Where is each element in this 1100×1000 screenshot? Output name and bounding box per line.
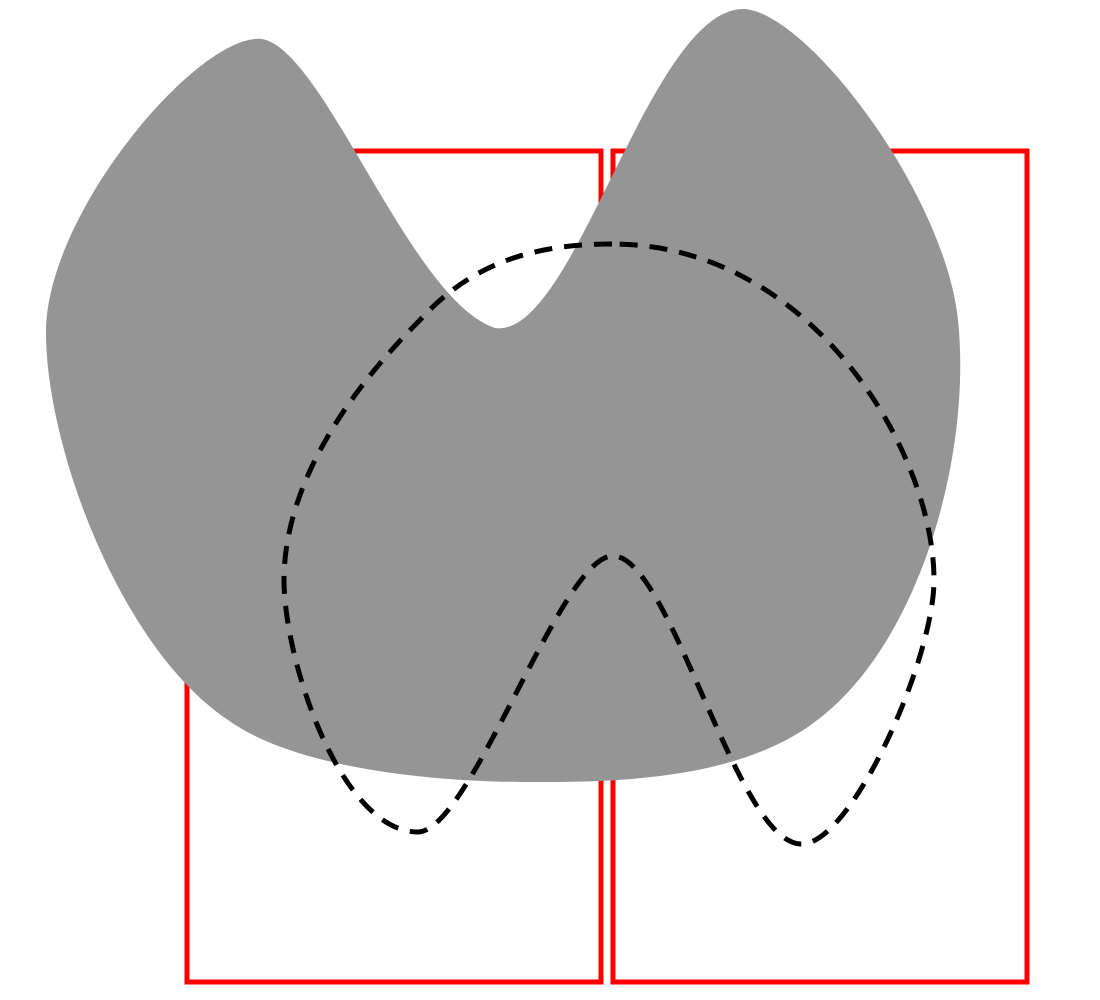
dashed-outline [281,241,937,847]
gray-blob [45,8,961,782]
